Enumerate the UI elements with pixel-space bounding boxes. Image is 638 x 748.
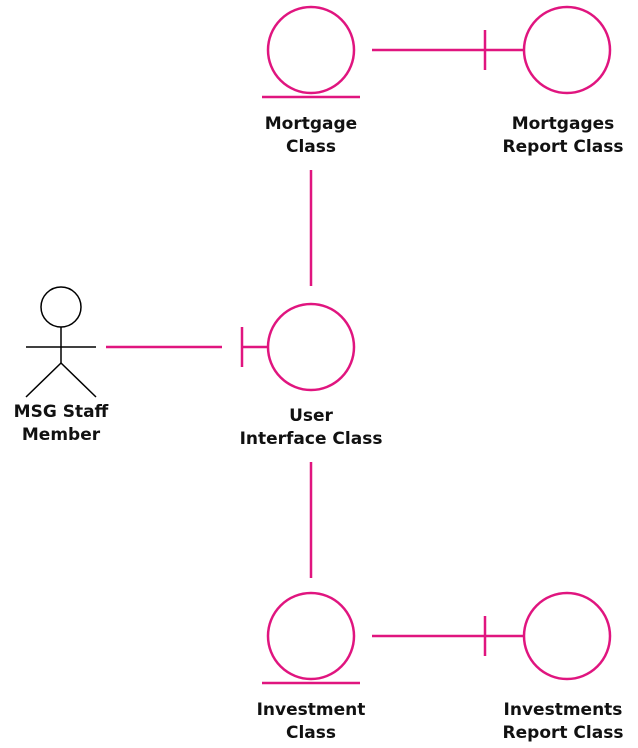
user-interface-class-label: User Interface Class <box>211 405 411 451</box>
mortgage-class-entity-icon <box>262 5 360 99</box>
mortgages-report-class-label-line-1: Mortgages <box>511 114 615 134</box>
investment-class-label: Investment Class <box>211 699 411 745</box>
investment-class-label-line-2: Class <box>285 723 336 743</box>
msg-staff-member-label-line-1: MSG Staff <box>13 402 109 422</box>
stick-figure-icon <box>25 286 97 398</box>
user-interface-class-label-line-1: User <box>289 406 333 426</box>
msg-staff-member-label-line-2: Member <box>21 425 101 445</box>
investment-class-label-line-1: Investment <box>256 700 366 720</box>
mortgage-class-label-line-2: Class <box>285 137 336 157</box>
investment-class-entity-icon <box>262 591 360 685</box>
mortgage-class-label-line-1: Mortgage <box>264 114 358 134</box>
mortgage-class-label: Mortgage Class <box>211 113 411 159</box>
msg-staff-member-label: MSG Staff Member <box>0 401 122 447</box>
investments-report-class-boundary-icon <box>483 591 612 681</box>
mortgages-report-class-label: Mortgages Report Class <box>488 113 638 159</box>
mortgages-report-class-label-line-2: Report Class <box>502 137 624 157</box>
user-interface-class-label-line-2: Interface Class <box>239 429 383 449</box>
investments-report-class-label: Investments Report Class <box>488 699 638 745</box>
mortgages-report-class-boundary-icon <box>483 5 612 95</box>
user-interface-class-boundary-icon <box>240 302 356 392</box>
investments-report-class-label-line-1: Investments <box>503 700 623 720</box>
investments-report-class-label-line-2: Report Class <box>502 723 624 743</box>
